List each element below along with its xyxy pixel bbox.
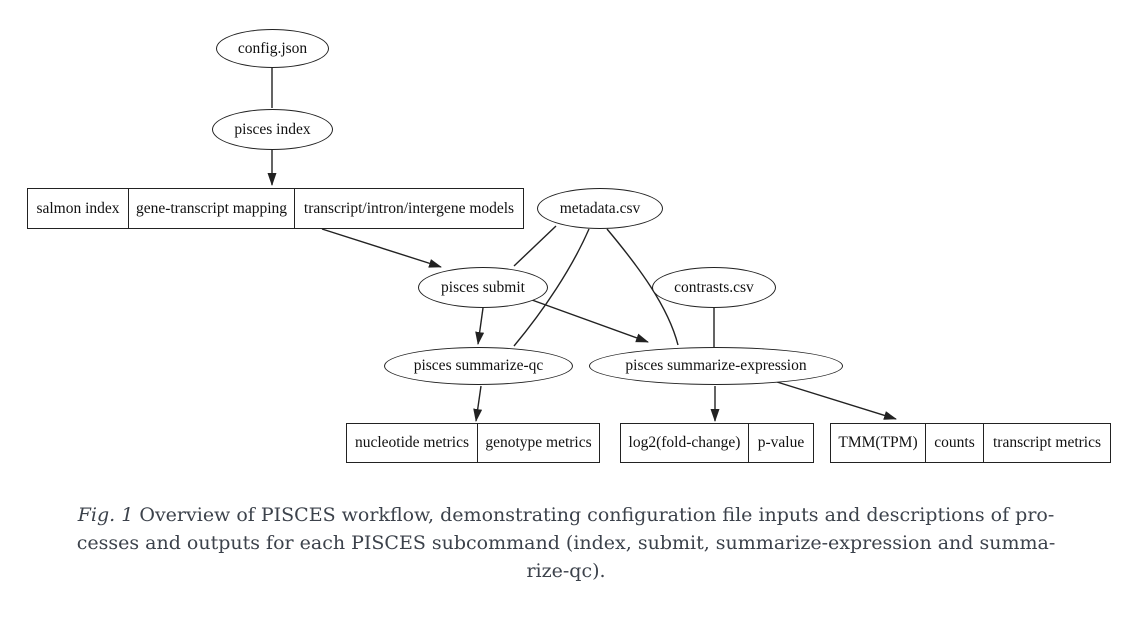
- edge-metadata-to-summarize-qc: [513, 228, 590, 347]
- node-config-json-label: config.json: [237, 39, 308, 57]
- record-cell-gene-transcript-mapping: gene-transcript mapping: [129, 189, 295, 228]
- edge-metadata-to-summarize-expression: [606, 228, 679, 346]
- record-cell-counts: counts: [926, 424, 984, 462]
- node-pisces-summarize-expression-label: pisces summarize-expression: [625, 357, 807, 374]
- node-metadata-csv: metadata.csv: [537, 188, 663, 229]
- record-expression-stats-outputs: log2(fold-change) p-value: [620, 423, 814, 463]
- node-pisces-summarize-qc: pisces summarize-qc: [384, 347, 573, 385]
- node-pisces-summarize-expression: pisces summarize-expression: [589, 347, 843, 385]
- figure-caption: Fig. 1 Overview of PISCES workflow, demo…: [0, 501, 1132, 585]
- record-cell-salmon-index: salmon index: [28, 189, 129, 228]
- record-expression-matrix-outputs: TMM(TPM) counts transcript metrics: [830, 423, 1111, 463]
- caption-line-2: cesses and outputs for each PISCES subco…: [76, 532, 1056, 554]
- record-cell-tmm-tpm-label: TMM(TPM): [838, 434, 918, 451]
- node-pisces-summarize-qc-label: pisces summarize-qc: [413, 357, 544, 374]
- record-qc-outputs: nucleotide metrics genotype metrics: [346, 423, 600, 463]
- node-pisces-submit-label: pisces submit: [441, 278, 525, 296]
- record-cell-transcript-metrics-label: transcript metrics: [992, 434, 1102, 451]
- node-pisces-submit: pisces submit: [418, 267, 548, 308]
- edge-pisces-submit-to-summarize-expression: [531, 299, 649, 343]
- caption-fig-label: Fig. 1: [77, 504, 134, 526]
- record-index-outputs: salmon index gene-transcript mapping tra…: [27, 188, 524, 229]
- node-contrasts-csv: contrasts.csv: [652, 267, 776, 308]
- record-cell-log2-fold-change: log2(fold-change): [621, 424, 749, 462]
- record-cell-gene-transcript-mapping-label: gene-transcript mapping: [135, 199, 288, 217]
- record-cell-genotype-metrics: genotype metrics: [478, 424, 599, 462]
- record-cell-p-value-label: p-value: [757, 434, 805, 451]
- record-cell-tmm-tpm: TMM(TPM): [831, 424, 926, 462]
- record-cell-nucleotide-metrics: nucleotide metrics: [347, 424, 478, 462]
- edge-summarize-qc-to-qc-outputs: [473, 385, 483, 422]
- record-cell-nucleotide-metrics-label: nucleotide metrics: [354, 434, 470, 451]
- record-cell-log2-fold-change-label: log2(fold-change): [628, 434, 741, 451]
- node-metadata-csv-label: metadata.csv: [559, 199, 641, 217]
- record-cell-transcript-models-label: transcript/intron/intergene models: [303, 199, 515, 217]
- caption-line-1-text: Overview of PISCES workflow, demonstrati…: [133, 504, 1055, 526]
- record-cell-transcript-metrics: transcript metrics: [984, 424, 1110, 462]
- node-pisces-index: pisces index: [212, 109, 333, 150]
- caption-line-3: rize-qc).: [526, 560, 606, 582]
- record-cell-counts-label: counts: [934, 434, 975, 451]
- node-contrasts-csv-label: contrasts.csv: [674, 278, 754, 296]
- record-cell-p-value: p-value: [749, 424, 813, 462]
- record-cell-transcript-models: transcript/intron/intergene models: [295, 189, 523, 228]
- edge-metadata-to-pisces-submit: [513, 225, 557, 267]
- record-cell-salmon-index-label: salmon index: [36, 199, 120, 217]
- caption-line-1: Fig. 1 Overview of PISCES workflow, demo…: [0, 501, 1132, 529]
- record-cell-genotype-metrics-label: genotype metrics: [485, 434, 592, 451]
- edge-summarize-expression-to-tmm-outputs: [776, 381, 897, 420]
- node-pisces-index-label: pisces index: [234, 120, 311, 138]
- node-config-json: config.json: [216, 29, 329, 68]
- edge-index-outputs-to-pisces-submit: [321, 228, 442, 268]
- edge-pisces-submit-to-summarize-qc: [475, 307, 485, 345]
